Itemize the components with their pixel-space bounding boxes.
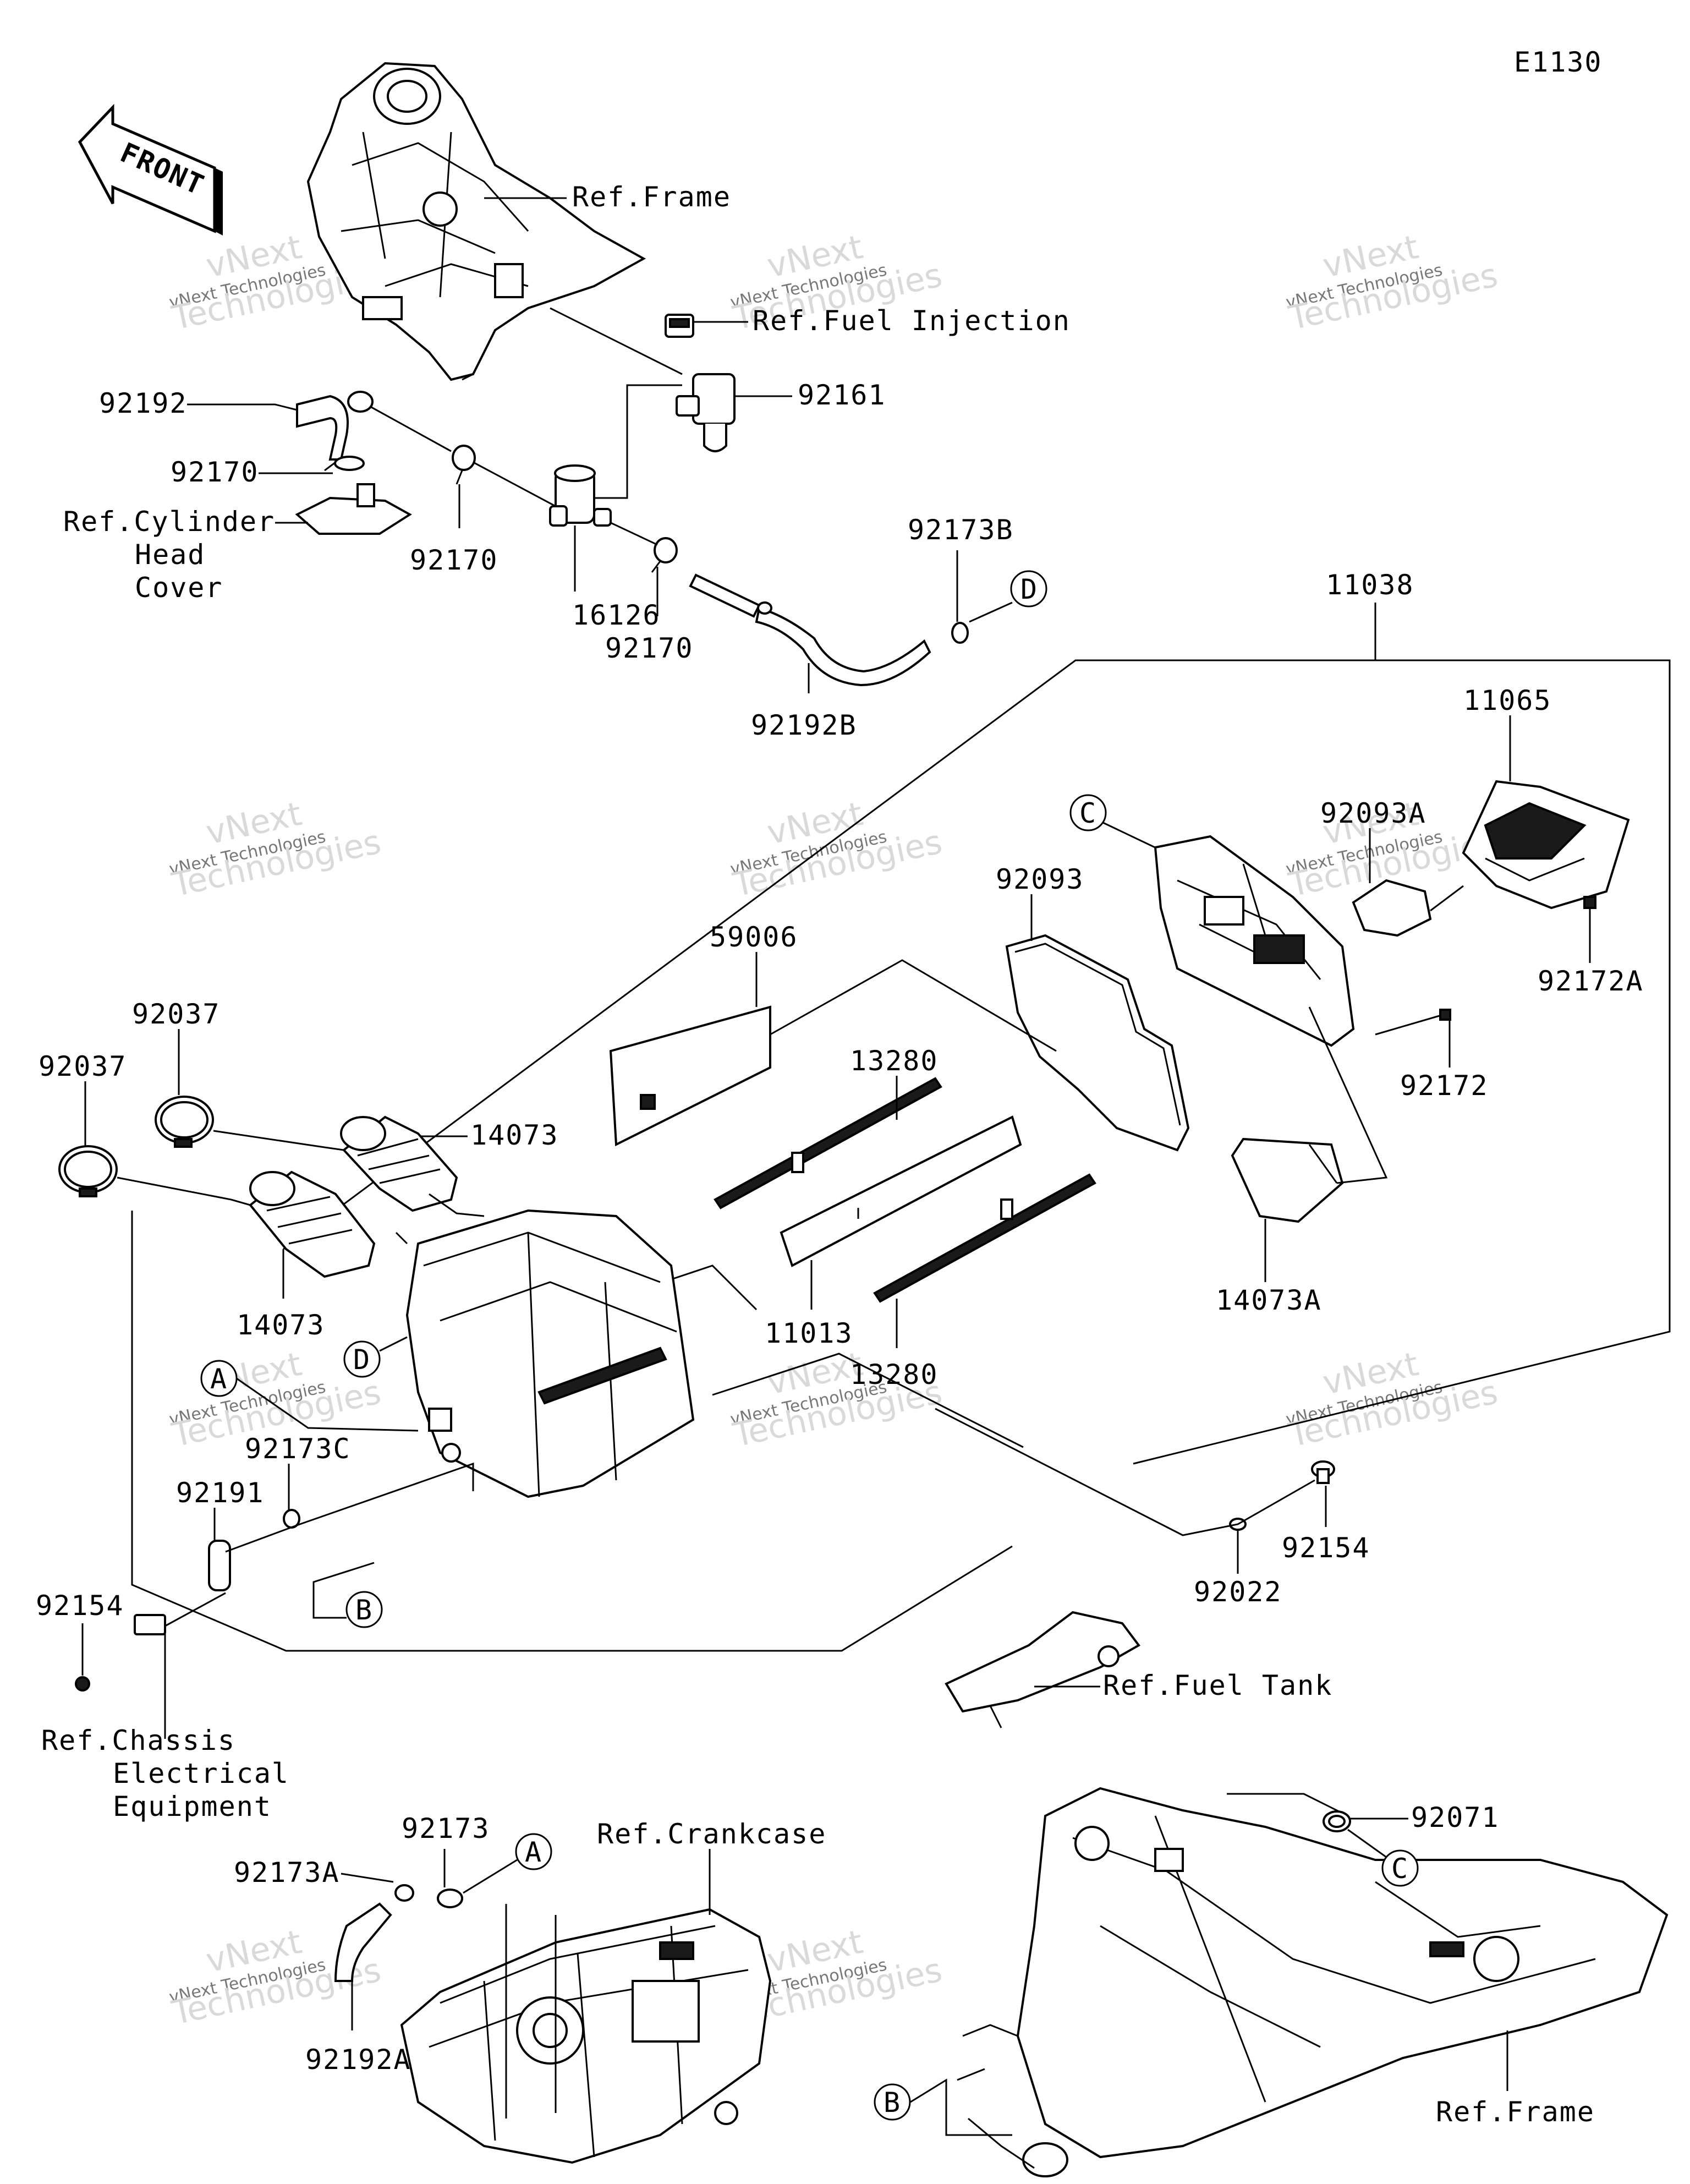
part-92161-label: 92161 — [798, 379, 886, 411]
part-59006-label-plate — [609, 1005, 771, 1147]
front-arrow-icon: FRONT — [78, 103, 223, 236]
ref-frame-top-label: Ref.Frame — [572, 181, 731, 213]
airbox-upper-housing — [1154, 835, 1355, 1047]
part-92093-label: 92093 — [996, 863, 1084, 895]
ref-fuel-injection-label: Ref.Fuel Injection — [753, 305, 1071, 337]
callout-B-bottom — [874, 2083, 911, 2121]
callout-B-middle — [345, 1591, 383, 1628]
fuel-injection-connector — [665, 314, 694, 338]
part-92192A-label: 92192A — [305, 2044, 411, 2076]
ref-chassis-line1: Ref.Chassis — [41, 1725, 235, 1756]
part-16126-valve — [549, 464, 612, 527]
part-92173B-label: 92173B — [908, 514, 1014, 546]
part-92037-clamp-lower — [58, 1145, 118, 1197]
part-92071-label: 92071 — [1411, 1802, 1500, 1833]
part-14073-duct-lower — [249, 1170, 376, 1278]
part-92192-hose — [296, 391, 374, 461]
part-92173A-label: 92173A — [234, 1857, 340, 1889]
ref-fuel-tank-label: Ref.Fuel Tank — [1103, 1670, 1332, 1701]
part-92192B-label: 92192B — [751, 709, 857, 741]
part-11065-cover — [1462, 780, 1630, 910]
fuel-tank-bracket — [945, 1611, 1140, 1728]
airbox-lower-body — [405, 1209, 695, 1498]
callout-C-bottom — [1381, 1849, 1419, 1887]
part-92173-label: 92173 — [402, 1813, 490, 1844]
ref-frame-bottom-label: Ref.Frame — [1436, 2096, 1595, 2128]
part-92173B-clamp — [951, 622, 969, 644]
part-92170b-label: 92170 — [410, 544, 498, 576]
callout-C-top-label: C — [1079, 797, 1097, 829]
callout-A-left-label: A — [210, 1363, 228, 1395]
part-14073b-label: 14073 — [237, 1309, 325, 1341]
part-92154b-label: 92154 — [1282, 1532, 1370, 1564]
callout-D-top — [1010, 570, 1047, 607]
part-92192-label: 92192 — [99, 387, 188, 419]
part-14073A-label: 14073A — [1216, 1284, 1322, 1316]
part-92037-clamp-upper — [155, 1096, 214, 1148]
part-14073-duct-upper — [340, 1115, 458, 1212]
part-92172-bolt — [1375, 1009, 1451, 1036]
part-92093A-label: 92093A — [1320, 797, 1426, 829]
part-92170-clamp-center — [452, 445, 476, 485]
ref-cylinder-head-line2: Head — [135, 539, 205, 571]
part-13280-seal-lower — [873, 1173, 1096, 1303]
part-92037a-label: 92037 — [132, 998, 221, 1030]
callout-A-bottom — [515, 1833, 552, 1870]
part-92173A-clamp — [394, 1884, 414, 1902]
callout-B-middle-label: B — [355, 1594, 373, 1626]
part-92172A-label: 92172A — [1538, 965, 1644, 997]
part-92191-plug — [208, 1540, 231, 1591]
callout-B-bottom-label: B — [884, 2087, 901, 2119]
callout-D-top-label: D — [1020, 573, 1038, 605]
callout-A-bottom-label: A — [525, 1836, 542, 1868]
part-92192B-hose — [689, 573, 931, 687]
ref-chassis-line3: Equipment — [113, 1791, 272, 1822]
part-92170c-label: 92170 — [605, 632, 694, 664]
part-92191-label: 92191 — [176, 1477, 265, 1509]
part-11038-label: 11038 — [1326, 569, 1414, 601]
part-11013-filter — [780, 1115, 1022, 1267]
part-11013-label: 11013 — [765, 1317, 853, 1349]
part-92022-label: 92022 — [1194, 1576, 1282, 1608]
part-92154a-label: 92154 — [36, 1590, 124, 1622]
part-92154-bolt-right — [1311, 1460, 1335, 1484]
frame-top-illustration — [306, 62, 646, 381]
part-92173-clamp — [437, 1889, 463, 1908]
part-92154-bolt-left — [75, 1676, 90, 1692]
part-11065-label: 11065 — [1463, 685, 1552, 716]
part-92170-clamp-right — [651, 537, 678, 573]
diagram-code: E1130 — [1514, 46, 1603, 78]
frame-bottom-illustration — [957, 1787, 1669, 2177]
part-14073A-duct — [1231, 1137, 1344, 1223]
part-92093-gasket — [1005, 934, 1190, 1152]
crankcase-illustration — [400, 1908, 772, 2164]
part-13280a-label: 13280 — [850, 1045, 939, 1077]
callout-D-bottom-label: D — [353, 1344, 371, 1376]
part-92170a-label: 92170 — [171, 456, 259, 488]
callout-C-top — [1069, 794, 1107, 831]
callout-D-bottom — [343, 1340, 381, 1378]
cylinder-head-cover — [295, 483, 412, 535]
part-59006-label: 59006 — [710, 921, 798, 953]
callout-C-bottom-label: C — [1391, 1853, 1409, 1885]
part-14073a-label: 14073 — [470, 1119, 559, 1151]
part-16126-label: 16126 — [572, 599, 661, 631]
part-92037b-label: 92037 — [39, 1050, 127, 1082]
part-92172-label: 92172 — [1400, 1070, 1489, 1102]
part-92161-valve — [676, 373, 736, 452]
part-13280-seal-upper — [714, 1077, 942, 1209]
part-13280b-label: 13280 — [850, 1359, 939, 1391]
ref-cylinder-head-line3: Cover — [135, 572, 223, 604]
chassis-electrical-bracket — [134, 1614, 166, 1635]
part-92170-clamp-left — [324, 456, 365, 472]
part-92093A-gasket — [1352, 879, 1432, 937]
ref-crankcase-label: Ref.Crankcase — [597, 1818, 826, 1850]
ref-cylinder-head-line1: Ref.Cylinder — [63, 506, 275, 538]
part-92172A-bolt — [1583, 896, 1596, 909]
ref-chassis-line2: Electrical — [113, 1758, 289, 1789]
part-92071-grommet — [1323, 1810, 1351, 1832]
part-92173C-label: 92173C — [245, 1433, 351, 1465]
